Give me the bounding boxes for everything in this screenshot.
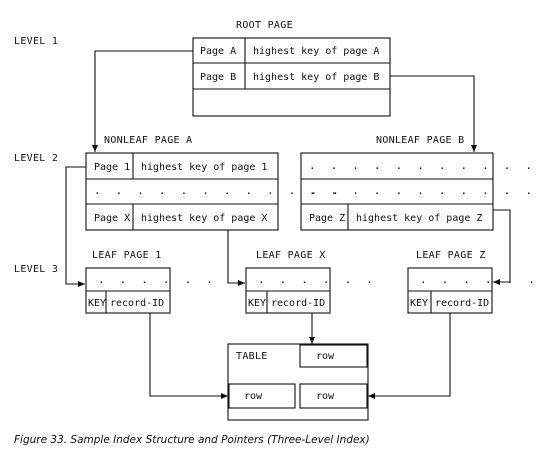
leaf-x-title: LEAF PAGE X [256,250,326,261]
level-2-label: LEVEL 2 [14,153,58,164]
leaf-x-record-id: record-ID [271,298,325,309]
leaf-1-key: KEY [88,298,106,309]
leaf-z-dots: . . . . . . [420,273,538,286]
figure-caption: Figure 33. Sample Index Structure and Po… [14,434,370,446]
table-row-bottom-right: row [316,391,335,402]
arrow-root-to-nonleaf-a [92,50,193,152]
nonleaf-b-row-3-page: Page Z [309,213,345,224]
nonleaf-a-row-1-key: highest key of page 1 [141,162,267,173]
table-title: TABLE [236,351,268,362]
leaf-x-dots: . . . . . . [258,273,377,286]
root-row-2-page: Page B [200,72,236,83]
leaf-z-title: LEAF PAGE Z [416,250,486,261]
leaf-z-key: KEY [410,298,428,309]
nonleaf-a-dots: . . . . . . . . . . . . [94,184,343,197]
nonleaf-b-title: NONLEAF PAGE B [376,135,465,146]
leaf-page-1: LEAF PAGE 1 . . . . . . KEY record-ID [85,250,217,314]
nonleaf-b-row-3-key: highest key of page Z [356,213,482,224]
leaf-1-dots: . . . . . . [98,273,217,286]
nonleaf-a-title: NONLEAF PAGE A [104,135,193,146]
root-row-1-page: Page A [200,46,236,57]
level-3-label: LEVEL 3 [14,264,58,275]
arrow-nonleaf-a-to-leaf-1 [65,166,86,287]
arrow-nonleaf-b-to-leaf-z [493,209,511,285]
root-page: ROOT PAGE Page A highest key of page A P… [192,20,391,117]
nonleaf-b-dots-row-1: . . . . . . . . . . . . . . . [309,159,538,172]
leaf-page-x: LEAF PAGE X . . . . . . KEY record-ID [245,250,377,314]
data-table: TABLE row row row [227,343,369,421]
nonleaf-page-b: NONLEAF PAGE B . . . . . . . . . . . . .… [300,135,538,231]
root-page-title: ROOT PAGE [236,20,293,31]
nonleaf-a-row-3-key: highest key of page X [141,213,267,224]
leaf-1-record-id: record-ID [110,298,164,309]
nonleaf-a-row-1-page: Page 1 [94,162,130,173]
arrow-nonleaf-a-to-leaf-x [227,230,245,286]
nonleaf-a-row-3-page: Page X [94,213,130,224]
arrow-leaf-z-to-table-row [368,313,451,399]
leaf-page-z: LEAF PAGE Z . . . . . . KEY record-ID [407,250,538,314]
level-1-label: LEVEL 1 [14,36,58,47]
arrow-leaf-1-to-table-row [149,313,228,399]
leaf-x-key: KEY [248,298,266,309]
root-row-1-key: highest key of page A [253,46,379,57]
leaf-z-record-id: record-ID [435,298,489,309]
pointer-arrows [65,50,511,399]
leaf-1-title: LEAF PAGE 1 [92,250,162,261]
nonleaf-page-a: NONLEAF PAGE A Page 1 highest key of pag… [85,135,343,231]
root-row-2-key: highest key of page B [253,72,379,83]
nonleaf-b-dots-row-2: . . . . . . . . . . . . . . . [309,184,538,197]
table-row-top: row [316,351,335,362]
arrow-root-to-nonleaf-b [390,75,477,152]
table-row-bottom-left: row [244,391,263,402]
